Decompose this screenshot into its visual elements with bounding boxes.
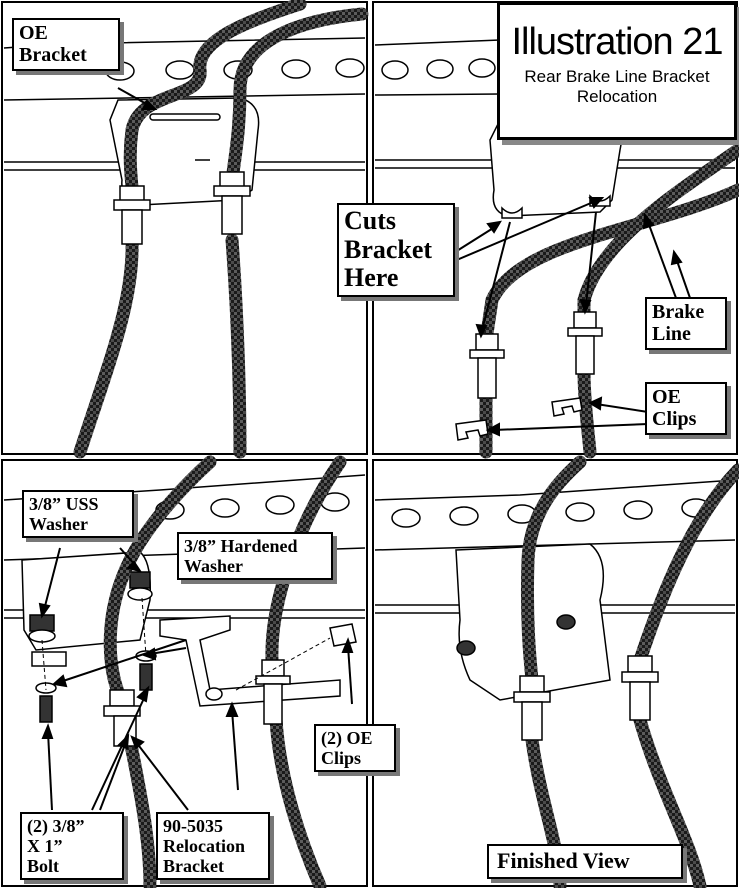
panel1-arrow (117, 87, 158, 110)
label-oe-clips-line1: OE (652, 386, 681, 408)
label-hardened-washer: 3/8” Hardened Washer (177, 532, 333, 581)
label-cuts-line1: Cuts (344, 206, 397, 235)
label-brake-line: Brake Line (645, 297, 727, 350)
illustration-subtitle: Rear Brake Line Bracket Relocation (500, 67, 734, 108)
label-oe-clips-line2: Clips (652, 408, 697, 431)
label-oe-clips: OE Clips (645, 382, 727, 435)
illustration-title-box: Illustration 21 Rear Brake Line Bracket … (497, 2, 737, 140)
label-cuts-line2: Bracket (344, 234, 433, 264)
label-uss-washer-line2: Washer (29, 514, 89, 535)
panel4-fittings (513, 655, 659, 741)
panel-bottom-left (1, 459, 368, 887)
label-cuts-bracket-here: Cuts Bracket Here (337, 203, 455, 297)
label-uss-washer: 3/8” USS Washer (22, 490, 134, 539)
label-oe-clips-2-line2: Clips (321, 748, 362, 769)
label-uss-washer-line1: 3/8” USS (29, 494, 99, 514)
label-bolt-line3: Bolt (27, 856, 60, 877)
label-hardened-washer-line2: Washer (184, 556, 244, 577)
panel3-arrows (38, 547, 354, 811)
label-relocation-line3: Bracket (163, 856, 224, 877)
label-relocation-bracket: 90-5035 Relocation Bracket (156, 812, 270, 881)
label-oe-clips-2: (2) OE Clips (314, 724, 396, 773)
label-bolt-line1: (2) 3/8” (27, 816, 85, 836)
label-bolt: (2) 3/8” X 1” Bolt (20, 812, 124, 881)
label-finished-view: Finished View (487, 844, 683, 879)
panel3-oe-bracket (21, 551, 357, 707)
label-hardened-washer-line1: 3/8” Hardened (184, 536, 298, 556)
subtitle-line-2: Relocation (576, 87, 658, 107)
label-relocation-line2: Relocation (163, 836, 245, 857)
label-brake-line-line1: Brake (652, 301, 705, 323)
subtitle-line-1: Rear Brake Line Bracket (524, 67, 710, 86)
panel3-dashed (41, 597, 331, 691)
label-oe-clips-2-line1: (2) OE (321, 728, 373, 748)
label-relocation-line1: 90-5035 (163, 816, 223, 836)
label-brake-line-line2: Line (652, 323, 691, 346)
label-oe-bracket-line2: Bracket (19, 44, 87, 67)
label-bolt-line2: X 1” (27, 836, 63, 857)
panel3-fittings (103, 659, 291, 747)
panel2-fittings (455, 311, 603, 441)
panel2-arrows (451, 197, 691, 437)
panel1-fittings (113, 171, 251, 245)
label-oe-bracket: OE Bracket (12, 18, 120, 71)
panel1-hoses (73, 0, 369, 459)
label-oe-bracket-line1: OE (19, 22, 48, 44)
label-cuts-line3: Here (344, 263, 399, 293)
illustration-title: Illustration 21 (511, 21, 723, 63)
